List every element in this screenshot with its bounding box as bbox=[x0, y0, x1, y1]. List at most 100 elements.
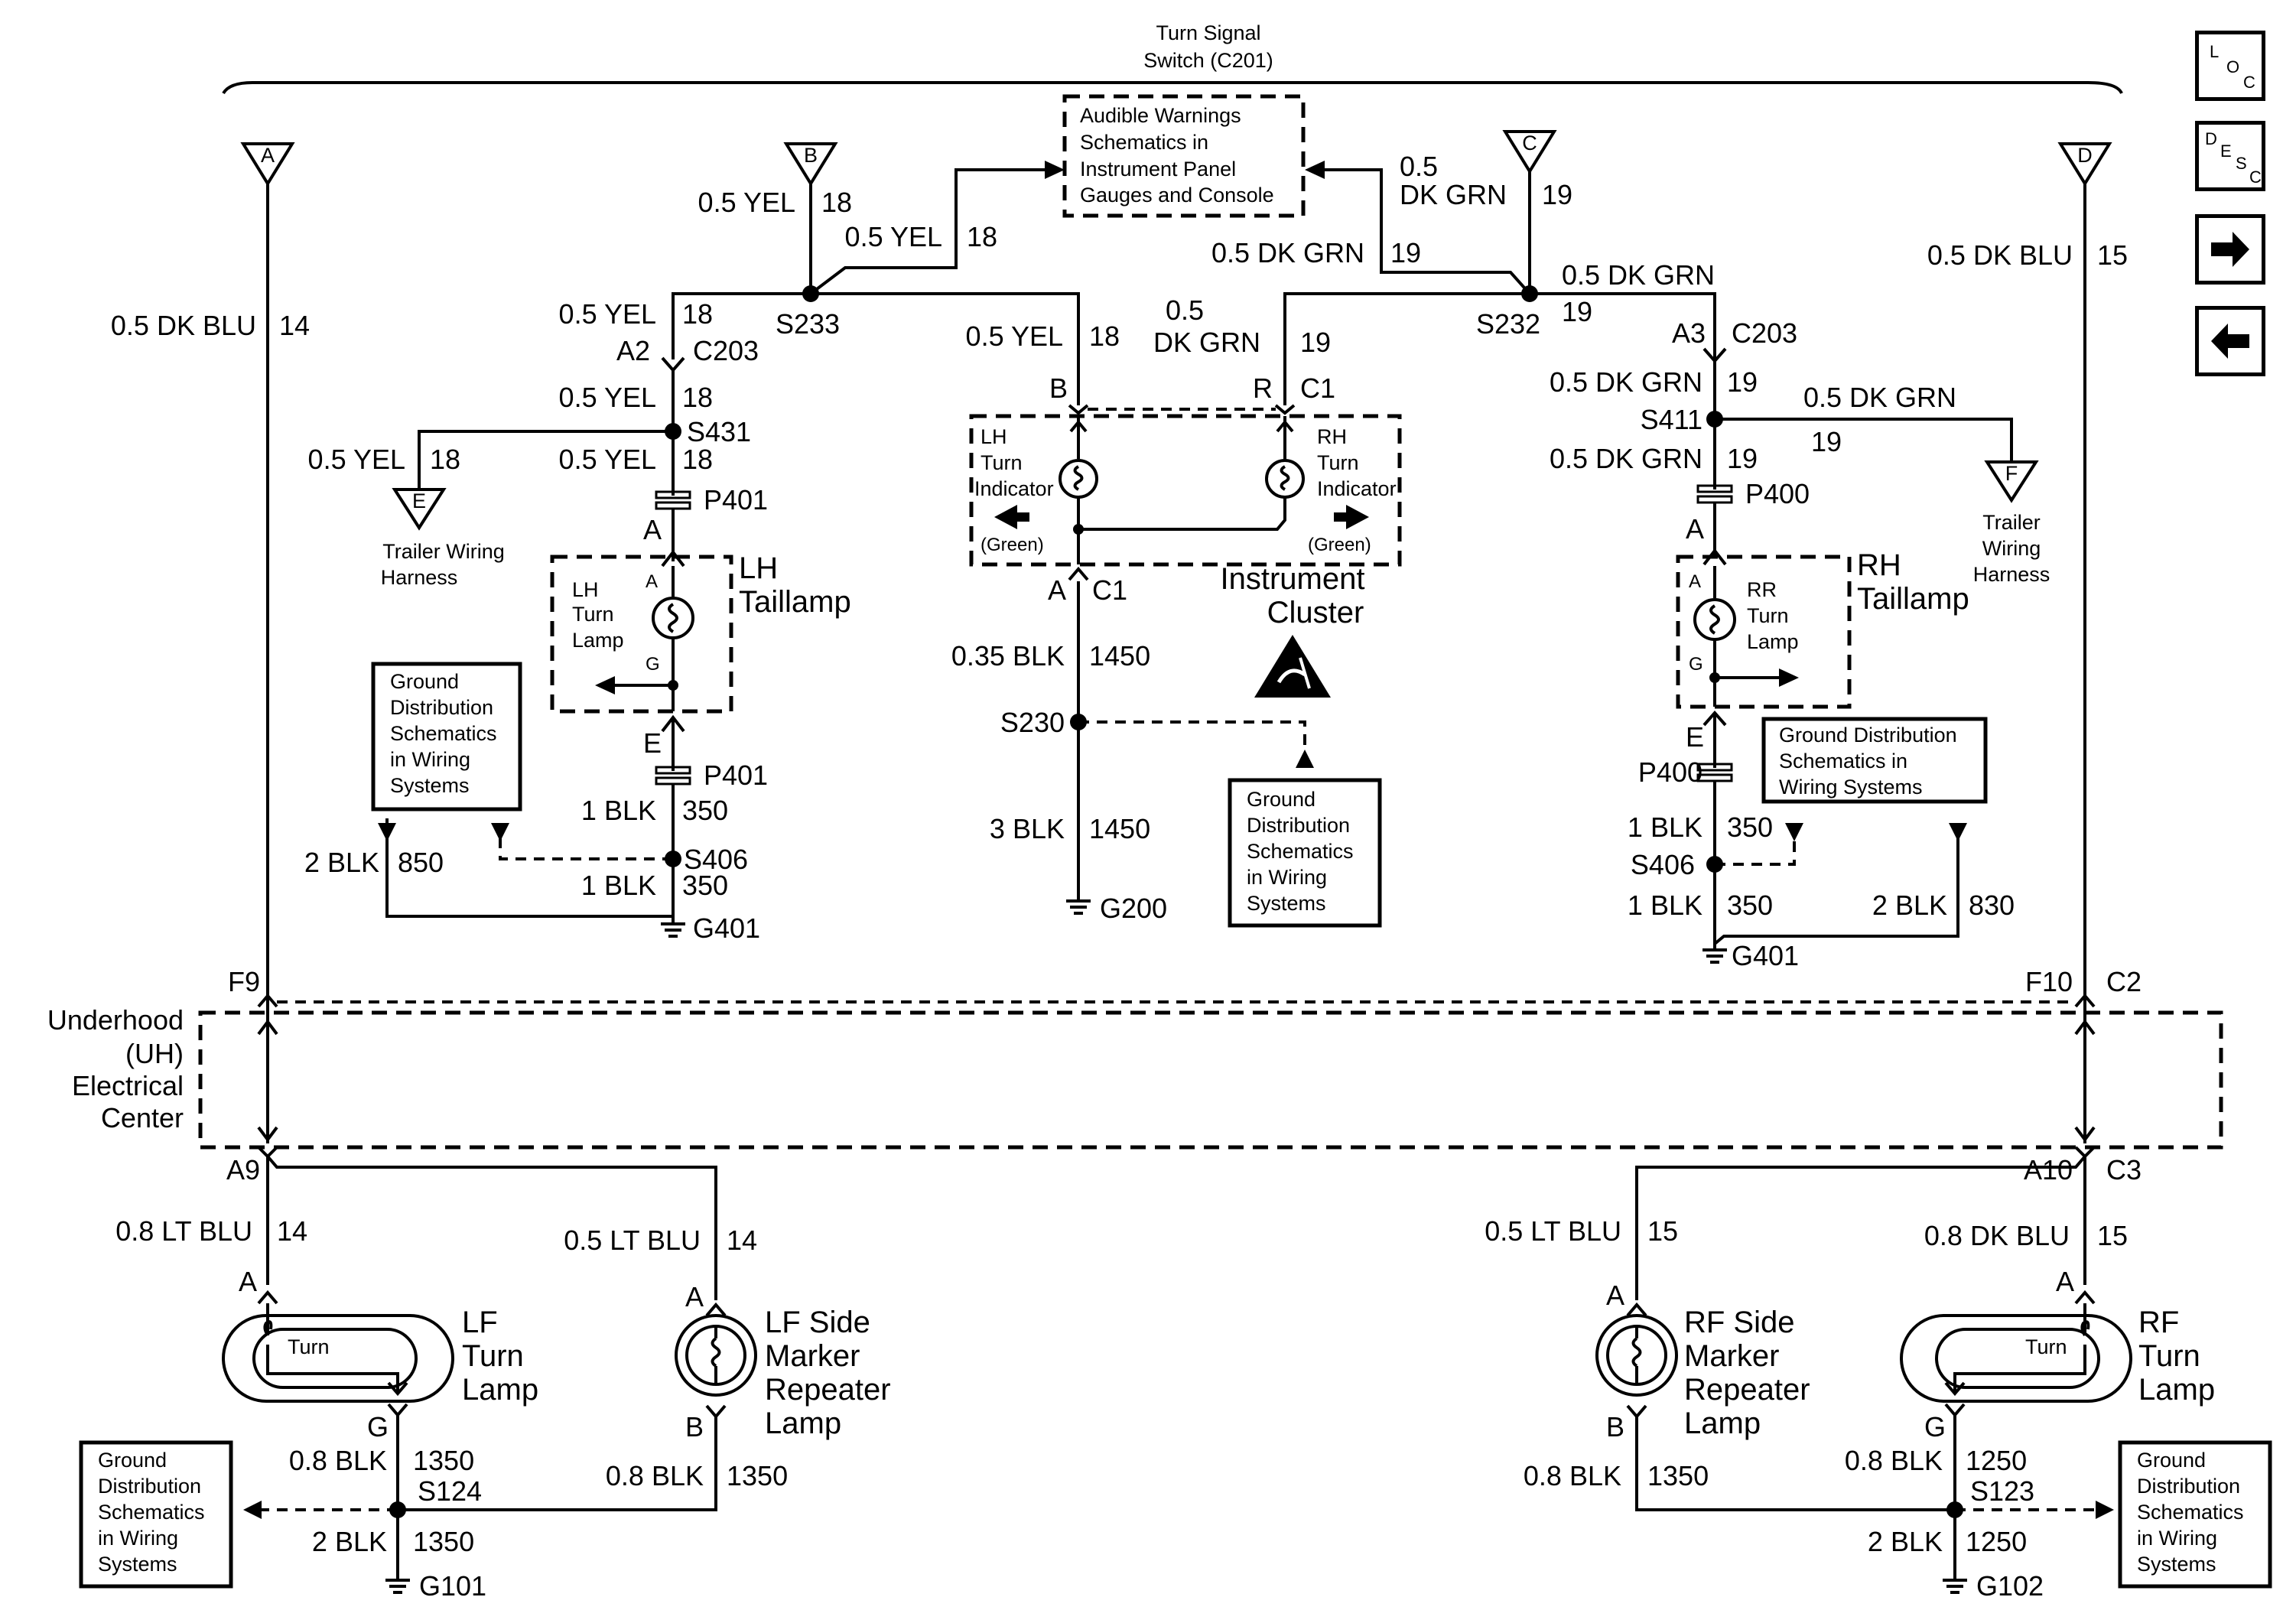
wire-lf-side-gauge: 0.5 LT BLU bbox=[564, 1225, 701, 1256]
svg-text:A: A bbox=[261, 144, 275, 167]
svg-text:Systems: Systems bbox=[2137, 1553, 2216, 1576]
uh-label-4: Center bbox=[101, 1102, 184, 1134]
svg-text:Ground: Ground bbox=[2137, 1449, 2206, 1472]
wire-rh-p400-s406-gauge: 1 BLK bbox=[1628, 812, 1702, 843]
svg-text:Ground: Ground bbox=[1247, 788, 1315, 811]
wire-c-right-gauge: 0.5 DK GRN bbox=[1562, 259, 1715, 291]
wire-lh-p401-s406-circuit: 350 bbox=[682, 795, 728, 826]
splice-s406-lh-label: S406 bbox=[684, 844, 748, 875]
svg-text:Systems: Systems bbox=[98, 1553, 177, 1576]
svg-text:Ground: Ground bbox=[98, 1449, 167, 1472]
rf-turn-lamp-icon bbox=[1900, 1314, 2132, 1403]
audible-warnings-box[interactable] bbox=[1062, 94, 1306, 218]
wire-rh-p400-s406-circuit: 350 bbox=[1727, 812, 1773, 843]
splice-s123-label: S123 bbox=[1970, 1475, 2034, 1507]
splice-s233-label: S233 bbox=[776, 308, 840, 340]
svg-text:A: A bbox=[646, 571, 658, 592]
desc-letter-d: D bbox=[2205, 129, 2217, 148]
splice-s124-label: S124 bbox=[418, 1475, 482, 1507]
lf-turn-title-3: Lamp bbox=[462, 1373, 538, 1407]
svg-text:Distribution: Distribution bbox=[390, 696, 493, 719]
wire-rh-trailer-circuit: 19 bbox=[1811, 426, 1842, 457]
wire-lh-trailer-circuit: 18 bbox=[430, 444, 460, 475]
ground-g102-icon bbox=[1943, 1579, 1967, 1594]
wire-rh-to-p400-gauge: 0.5 DK GRN bbox=[1550, 443, 1702, 474]
next-button[interactable] bbox=[2195, 214, 2265, 285]
conn-c203-right-label: C203 bbox=[1732, 317, 1797, 349]
wire-b-top-circuit: 18 bbox=[821, 187, 852, 218]
rf-turn-title-1: RF bbox=[2138, 1306, 2179, 1339]
splice-s406-rh-label: S406 bbox=[1631, 849, 1695, 880]
wire-lh-trailer-gauge: 0.5 YEL bbox=[308, 444, 405, 475]
svg-text:A: A bbox=[2056, 1266, 2074, 1297]
connector-f-icon bbox=[1984, 460, 2039, 503]
rr-turn-lamp-bulb-icon bbox=[1693, 598, 1736, 641]
wire-rh-to-p400-circuit: 19 bbox=[1727, 443, 1758, 474]
conn-ic-r-label: R bbox=[1253, 372, 1273, 404]
lf-turn-lamp-label: Turn bbox=[288, 1335, 330, 1358]
svg-text:Distribution: Distribution bbox=[98, 1475, 201, 1498]
svg-text:D: D bbox=[2077, 144, 2093, 167]
wire-lf-b-circuit: 1350 bbox=[727, 1460, 788, 1491]
wire-lf-turn-gauge: 0.8 LT BLU bbox=[115, 1215, 252, 1247]
connector-c-icon: C bbox=[1502, 130, 1557, 174]
wire-lf-b-gauge: 0.8 BLK bbox=[606, 1460, 704, 1491]
desc-letter-c: C bbox=[2249, 168, 2262, 187]
ground-dist-lf-box[interactable] bbox=[79, 1440, 233, 1589]
loc-letter-c: C bbox=[2243, 73, 2255, 92]
lf-side-title-2: Marker bbox=[765, 1339, 860, 1373]
svg-text:in Wiring: in Wiring bbox=[1247, 866, 1327, 889]
lf-side-title-1: LF Side bbox=[765, 1306, 870, 1339]
instrument-cluster-title-2: Cluster bbox=[1267, 596, 1364, 629]
desc-letter-e: E bbox=[2220, 141, 2232, 161]
svg-text:Distribution: Distribution bbox=[2137, 1475, 2240, 1498]
conn-a9-label: A9 bbox=[226, 1154, 260, 1186]
prev-button[interactable] bbox=[2195, 306, 2265, 376]
wire-ic-right-size: 0.5 bbox=[1166, 294, 1204, 326]
ground-g102-label: G102 bbox=[1976, 1570, 2044, 1602]
svg-text:A: A bbox=[1689, 571, 1701, 592]
loc-button[interactable]: L O C bbox=[2195, 31, 2265, 101]
wire-lf-gnd-circuit: 1350 bbox=[413, 1526, 474, 1557]
desc-button[interactable]: D E S C bbox=[2195, 121, 2265, 191]
wire-c-right-circuit: 19 bbox=[1562, 296, 1592, 327]
rf-side-title-4: Lamp bbox=[1684, 1407, 1761, 1440]
wire-lf-gnd-gauge: 2 BLK bbox=[312, 1526, 387, 1557]
lf-side-title-4: Lamp bbox=[765, 1407, 841, 1440]
wire-rf-turn-gauge: 0.8 DK BLU bbox=[1924, 1220, 2070, 1251]
rf-side-title-1: RF Side bbox=[1684, 1306, 1795, 1339]
loc-letter-o: O bbox=[2226, 57, 2240, 76]
svg-text:(Green): (Green) bbox=[981, 535, 1044, 555]
wire-rf-turn-circuit: 15 bbox=[2097, 1220, 2128, 1251]
wire-b-top-gauge: 0.5 YEL bbox=[698, 187, 795, 218]
conn-a10-label: A10 bbox=[2024, 1154, 2073, 1186]
ground-dist-rf-box[interactable] bbox=[2118, 1440, 2272, 1589]
rh-lamp-label-2: Turn bbox=[1747, 604, 1789, 627]
svg-text:G: G bbox=[367, 1411, 389, 1442]
ground-dist-lh-box[interactable] bbox=[371, 662, 522, 812]
rh-taillamp-title-2: Taillamp bbox=[1857, 582, 1969, 616]
wire-lf-g-circuit: 1350 bbox=[413, 1445, 474, 1476]
instrument-cluster-title-1: Instrument bbox=[1221, 562, 1365, 596]
lf-side-title-3: Repeater bbox=[765, 1373, 891, 1407]
trailer-harness-lh-1: Trailer Wiring bbox=[382, 540, 505, 563]
wire-ic-ground1-gauge: 0.35 BLK bbox=[951, 640, 1065, 672]
ground-g401-lh-icon bbox=[661, 922, 685, 938]
switch-bracket bbox=[222, 81, 2123, 95]
ground-dist-ic-box[interactable] bbox=[1228, 778, 1382, 928]
rf-turn-title-2: Turn bbox=[2138, 1339, 2200, 1373]
conn-a2-label: A2 bbox=[616, 335, 650, 366]
splice-s431-label: S431 bbox=[687, 416, 751, 447]
svg-text:Schematics: Schematics bbox=[2137, 1501, 2244, 1524]
uh-label-1: Underhood bbox=[47, 1004, 184, 1036]
wire-rf-gnd-gauge: 2 BLK bbox=[1868, 1526, 1943, 1557]
wire-lf-g-gauge: 0.8 BLK bbox=[289, 1445, 387, 1476]
splice-s233-dot bbox=[802, 285, 819, 302]
conn-c203-left-label: C203 bbox=[693, 335, 759, 366]
ground-dist-rh-box[interactable] bbox=[1761, 717, 1988, 804]
wire-rf-side-gauge: 0.5 LT BLU bbox=[1485, 1215, 1621, 1247]
wire-c-top-size: 0.5 bbox=[1400, 151, 1438, 182]
conn-ic-c1-top-label: C1 bbox=[1300, 372, 1335, 404]
rh-lamp-label-1: RR bbox=[1747, 578, 1777, 601]
